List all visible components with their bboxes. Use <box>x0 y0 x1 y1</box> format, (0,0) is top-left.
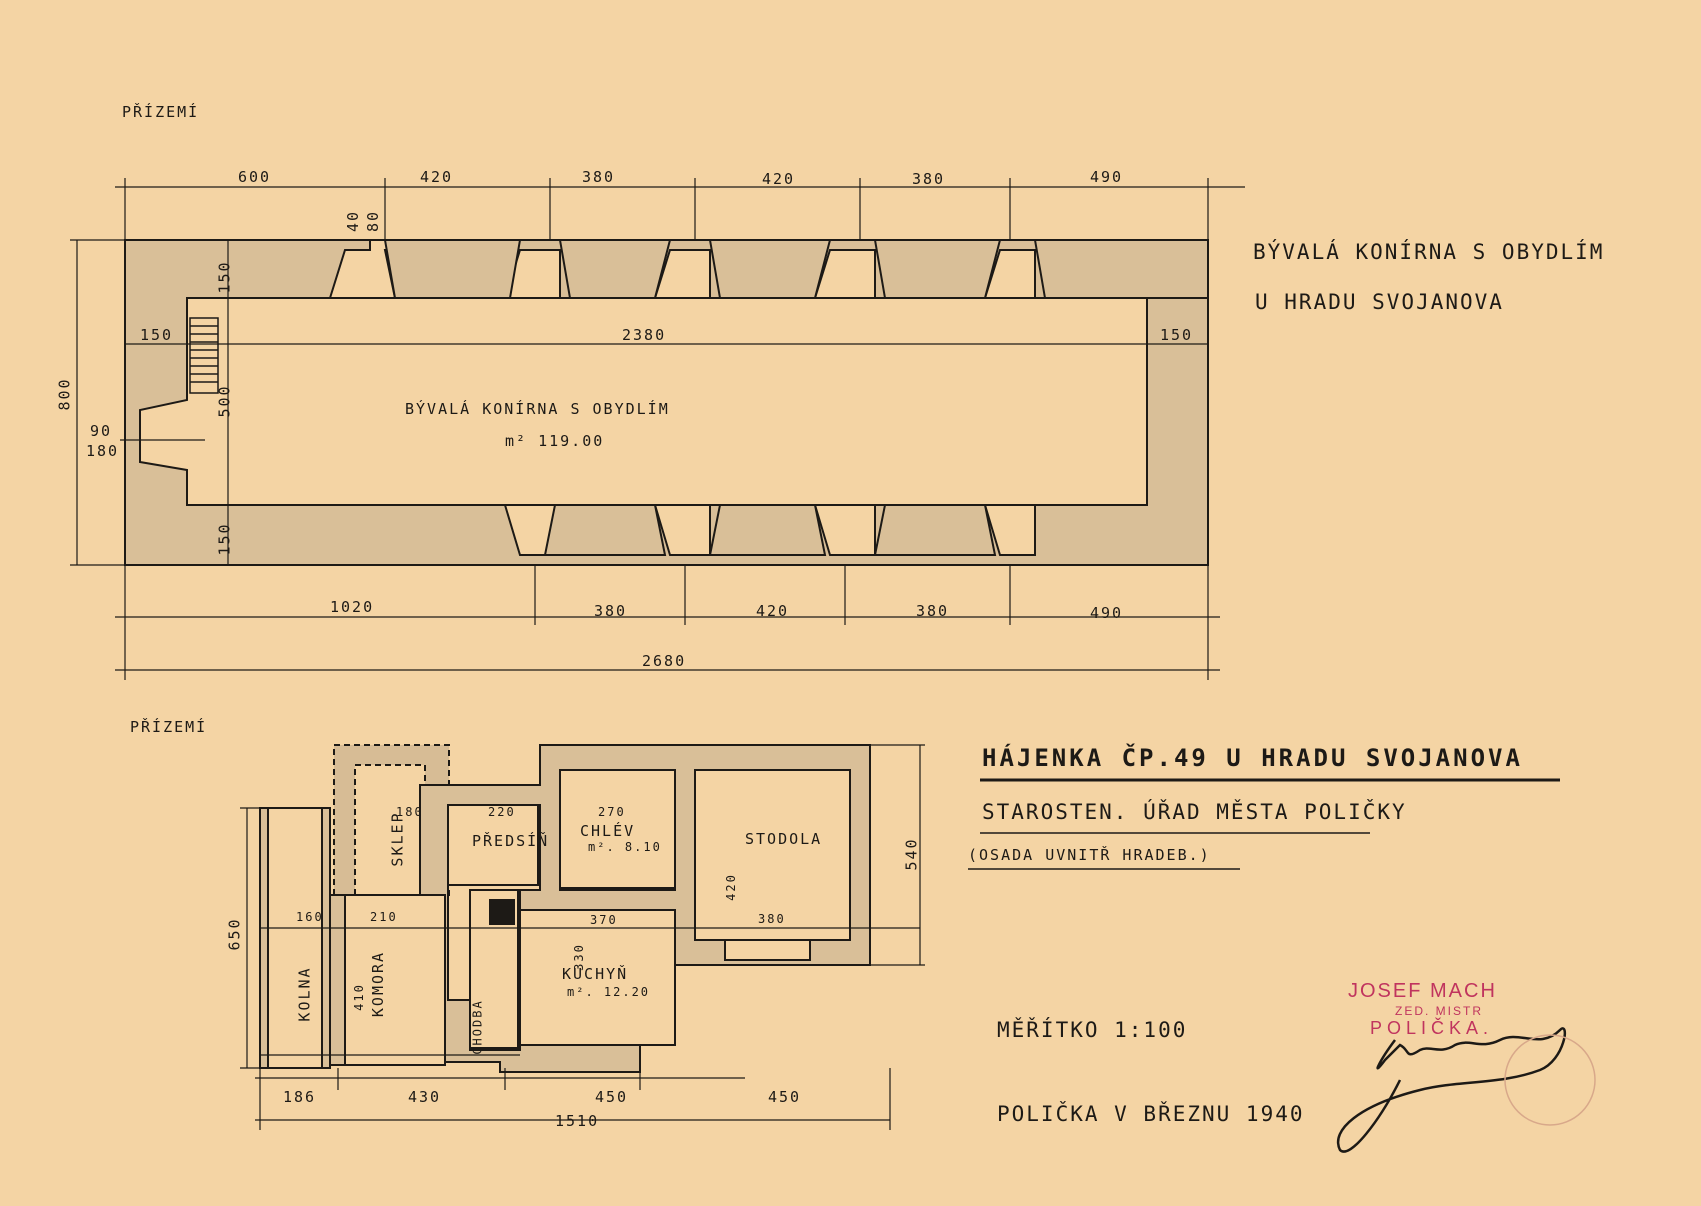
plan2-dim-420: 420 <box>723 873 738 901</box>
stamp-name: JOSEF MACH <box>1348 980 1497 1002</box>
plan1-dim-top-5: 380 <box>912 170 946 188</box>
plan1-wall-bottom: 150 <box>215 522 234 556</box>
title2-subtitle: STAROSTEN. ÚŘAD MĚSTA POLIČKY <box>982 800 1407 824</box>
plan2-total: 1510 <box>555 1112 600 1130</box>
plan1-window-bays <box>383 239 1209 556</box>
plan1-dim-bottom-2: 380 <box>594 602 628 620</box>
plan1-wall-right: 150 <box>1160 326 1194 344</box>
room-kolna: KOLNA <box>295 966 314 1022</box>
title2-osada: (OSADA UVNITŘ HRADEB.) <box>968 846 1211 864</box>
plan1-dim-bottom-4: 380 <box>916 602 950 620</box>
plan2-dim-380: 380 <box>758 912 786 926</box>
plan2-dim-410: 410 <box>351 983 366 1011</box>
plan2-dim-370: 370 <box>590 913 618 927</box>
plan2-dim-330: 330 <box>571 943 586 971</box>
title1-line2: U HRADU SVOJANOVA <box>1255 290 1504 314</box>
room-chodba: CHODBA <box>470 999 485 1055</box>
plan1-stair <box>189 317 219 394</box>
plan2-dimension-lines <box>240 744 925 1130</box>
faint-seal <box>1504 1034 1596 1126</box>
room-kuchyn-area: m². 12.20 <box>567 985 651 999</box>
plan1-dim-top-4: 420 <box>762 170 796 188</box>
room-chlev: CHLÉV <box>580 822 636 840</box>
room-stodola: STODOLA <box>745 830 823 848</box>
plan2-floor-label: PŘÍZEMÍ <box>130 718 208 736</box>
stamp-title: ZED. MISTR <box>1395 1004 1483 1018</box>
plan2-dim-210: 210 <box>370 910 398 924</box>
plan1-overall-width: 800 <box>55 377 74 411</box>
plan1-pier-large: 80 <box>364 209 383 233</box>
plan1-door-a: 90 <box>90 422 113 440</box>
plan1-floor-label: PŘÍZEMÍ <box>122 103 200 121</box>
plan1-dim-top-3: 380 <box>582 168 616 186</box>
plan1-wall-left: 150 <box>140 326 174 344</box>
signature <box>1337 1027 1567 1153</box>
plan1-wall-top: 150 <box>215 260 234 294</box>
plan2-dim-180: 180 <box>396 805 424 819</box>
plan2-walls <box>259 744 871 1073</box>
room-sklep: SKLEP <box>388 811 407 867</box>
room-komora: KOMORA <box>369 950 388 1018</box>
plan1-stair-dim: 500 <box>215 384 234 418</box>
plan1-windows-bottom <box>503 504 1036 556</box>
plan2-dim-bottom-3: 450 <box>595 1088 629 1106</box>
plan2-dim-bottom-1: 186 <box>283 1088 317 1106</box>
plan1-room-name: BÝVALÁ KONÍRNA S OBYDLÍM <box>405 400 670 418</box>
plan1-room-area: m² 119.00 <box>505 432 605 450</box>
room-kuchyn: KUCHYŇ <box>562 965 629 983</box>
plan2-height-left: 650 <box>225 917 244 951</box>
plan1-pier-small: 40 <box>344 209 363 233</box>
plan1-inner-length: 2380 <box>622 326 667 344</box>
plan1-dim-bottom-1: 1020 <box>330 598 375 616</box>
plan2-height-right: 540 <box>902 837 921 871</box>
place-date: POLIČKA V BŘEZNU 1940 <box>997 1102 1305 1126</box>
stamp-city: POLIČKA. <box>1370 1018 1494 1038</box>
plan1-dim-bottom-3: 420 <box>756 602 790 620</box>
room-predsin: PŘEDSÍŇ <box>472 832 550 850</box>
room-chlev-area: m². 8.10 <box>588 840 662 854</box>
plan1-dimension-lines <box>70 178 1245 680</box>
plan2-dim-270: 270 <box>598 805 626 819</box>
plan1-dim-top-2: 420 <box>420 168 454 186</box>
title1-line1: BÝVALÁ KONÍRNA S OBYDLÍM <box>1253 240 1605 264</box>
plan1-dim-top-1: 600 <box>238 168 272 186</box>
plan2-dim-bottom-2: 430 <box>408 1088 442 1106</box>
plan1-door-b: 180 <box>86 442 120 460</box>
title2-main: HÁJENKA ČP.49 U HRADU SVOJANOVA <box>982 744 1523 772</box>
plan1-windows-top <box>328 239 1036 299</box>
plan2-dim-220: 220 <box>488 805 516 819</box>
plan1-dim-bottom-5: 490 <box>1090 604 1124 622</box>
plan2-dim-bottom-4: 450 <box>768 1088 802 1106</box>
scale-label: MĚŘÍTKO 1:100 <box>997 1018 1188 1042</box>
plan1-total-length: 2680 <box>642 652 687 670</box>
plan1-dim-top-6: 490 <box>1090 168 1124 186</box>
plan2-dim-160: 160 <box>296 910 324 924</box>
